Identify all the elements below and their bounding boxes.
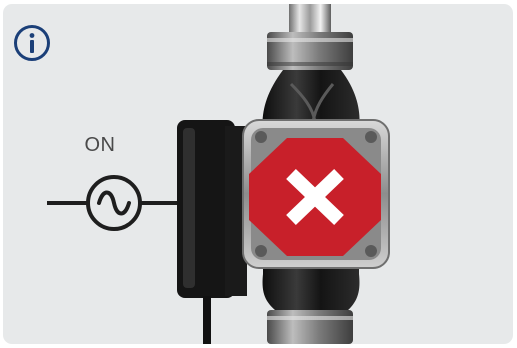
info-icon[interactable] — [13, 24, 51, 62]
power-state-label: ON — [65, 134, 135, 157]
illustration-panel: ON — [3, 4, 513, 344]
error-stop-icon — [247, 136, 383, 258]
